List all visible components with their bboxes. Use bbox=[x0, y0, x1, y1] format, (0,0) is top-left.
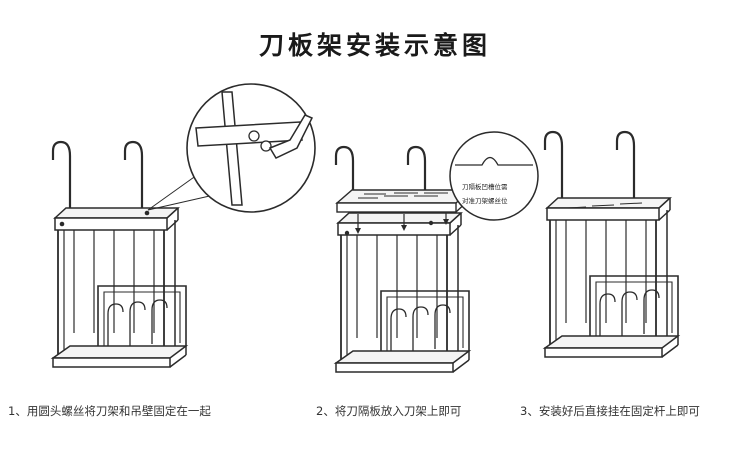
hex-key-icon bbox=[268, 114, 314, 159]
knife-divider-board bbox=[335, 189, 472, 213]
groove-detail bbox=[455, 156, 533, 166]
insert-arrows bbox=[355, 212, 449, 234]
hook-wall-detail bbox=[221, 91, 243, 206]
magnify-callout bbox=[147, 83, 316, 213]
callout-text-1: 刀隔板凹槽位需 bbox=[462, 182, 508, 191]
step-3-caption: 3、安装好后直接挂在固定杆上即可 bbox=[520, 404, 700, 418]
nut-icon bbox=[260, 140, 272, 152]
screw-hole-marker bbox=[59, 221, 65, 227]
down-arrow-icon bbox=[443, 219, 449, 225]
step-1-caption: 1、用圆头螺丝将刀架和吊壁固定在一起 bbox=[8, 404, 211, 418]
screw-hole-marker bbox=[144, 210, 150, 216]
diagram-title: 刀板架安装示意图 bbox=[258, 31, 491, 60]
rack-figure-3 bbox=[543, 130, 680, 359]
rack-figure-1 bbox=[51, 140, 188, 369]
screw-icon bbox=[248, 130, 260, 142]
callout-text-2: 对准刀架螺丝位 bbox=[462, 196, 508, 205]
alignment-callout: 刀隔板凹槽位需 对准刀架螺丝位 bbox=[449, 131, 539, 221]
down-arrow-icon bbox=[401, 225, 407, 231]
rack-figure-2 bbox=[334, 145, 471, 374]
down-arrow-icon bbox=[355, 228, 361, 234]
step-2-caption: 2、将刀隔板放入刀架上即可 bbox=[316, 404, 462, 418]
